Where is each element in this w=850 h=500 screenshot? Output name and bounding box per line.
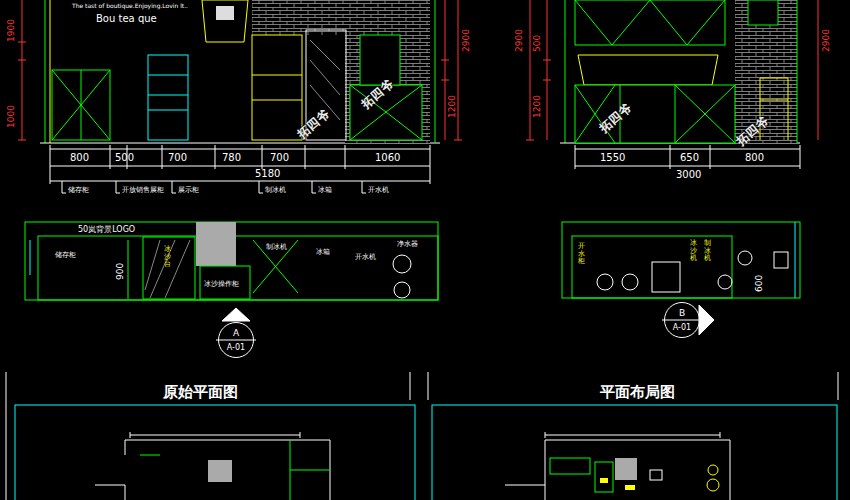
equipment-box: 储存柜: [40, 238, 90, 272]
section-marker: A A-01: [218, 322, 254, 358]
dimension-text: 1900: [6, 19, 16, 42]
equipment-name: 冰箱: [316, 248, 330, 256]
equipment-box: 冰箱: [304, 240, 342, 264]
drawing-label: 开放销售展柜: [122, 186, 164, 194]
drawing-label: 1550: [600, 152, 625, 164]
section-letter: A: [233, 328, 239, 338]
drawing-label: 780: [222, 152, 241, 164]
watermark: 拓四爷: [296, 108, 332, 142]
drawing-label: 800: [70, 152, 89, 164]
section-letter: B: [679, 308, 685, 318]
dimension-text: 1000: [6, 105, 16, 128]
drawing-label: 展示柜: [178, 186, 199, 194]
dimension-text: 1200: [532, 95, 542, 118]
equipment-name: 净水器: [397, 240, 418, 248]
drawing-label: 冰沙操作柜: [204, 280, 239, 288]
dimension-text: 500: [532, 35, 542, 52]
drawing-label: 50岚背景LOGO: [78, 225, 135, 234]
equipment-name: 储存柜: [55, 251, 76, 259]
vertical-label: 开水柜: [578, 243, 585, 266]
dimension-text: 2900: [514, 29, 524, 52]
equipment-box: 制冰机: [252, 237, 300, 257]
vertical-label: 冰沙台: [164, 246, 171, 269]
view-title: 原始平面图: [163, 384, 238, 401]
dimension-text: 1200: [447, 95, 457, 118]
vertical-label: 制冰机: [704, 240, 711, 263]
drawing-label: 开水机: [368, 186, 389, 194]
drawing-label: 5180: [255, 168, 280, 180]
drawing-label: 500: [115, 152, 134, 164]
view-title: 平面布局图: [600, 384, 675, 401]
drawing-label: 800: [745, 152, 764, 164]
drawing-label: 冰箱: [318, 186, 332, 194]
dimension-text: 900: [115, 263, 125, 280]
equipment-name: 制冰机: [266, 243, 287, 251]
drawing-label: 1060: [375, 152, 400, 164]
drawing-label: 650: [680, 152, 699, 164]
dimension-text: 2900: [821, 29, 831, 52]
equipment-box: 开水机: [350, 247, 380, 267]
drawing-label: 3000: [676, 169, 701, 181]
dimension-text: 2900: [461, 29, 471, 52]
vertical-label: 冰沙机: [690, 240, 697, 263]
drawing-label: 制冰机: [265, 186, 286, 194]
drawing-label: 700: [270, 152, 289, 164]
equipment-box: 净水器: [385, 237, 429, 251]
section-marker: B A-01: [664, 302, 700, 338]
dimension-text: 600: [754, 275, 764, 292]
equipment-name: 开水机: [355, 253, 376, 261]
drawing-label: Bou tea que: [96, 13, 157, 25]
drawing-label: The tast of boutique.Enjoying.Lovin lt..: [72, 3, 188, 10]
sheet-number: A-01: [227, 343, 245, 352]
drawing-label: 700: [168, 152, 187, 164]
sheet-number: A-01: [673, 323, 691, 332]
drawing-label: 储存柜: [68, 186, 89, 194]
